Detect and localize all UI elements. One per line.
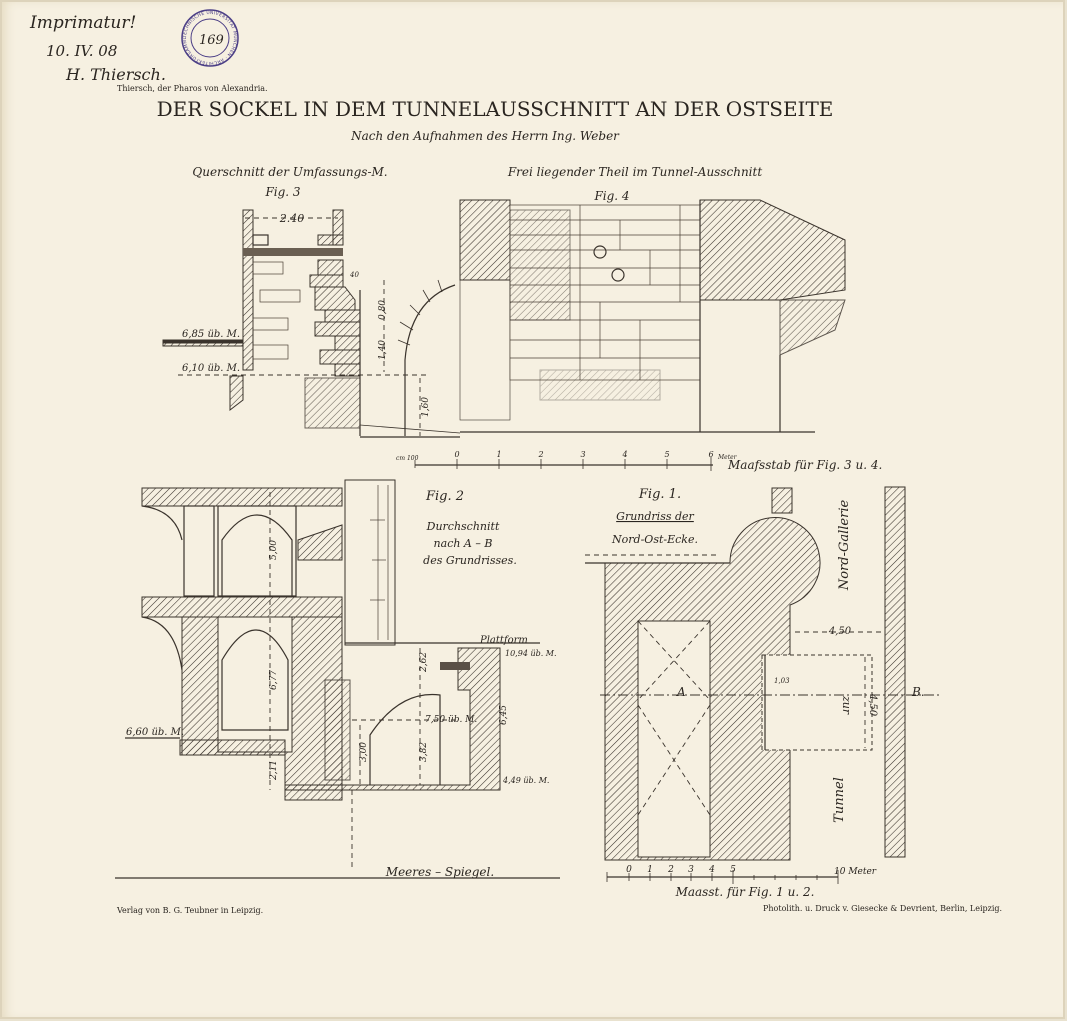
fig4-caption: Frei liegender Theil im Tunnel-Ausschnit… xyxy=(507,165,763,179)
fig2-level-750: 7,50 üb. M. xyxy=(425,715,477,725)
sheet-subtitle: Nach den Aufnahmen des Herrn Ing. Weber xyxy=(350,129,620,143)
fig2-desc-line: des Grundrisses. xyxy=(423,554,517,567)
scale34-tick-label: 1 xyxy=(496,450,501,459)
scale34-tick-label: 2 xyxy=(537,450,543,459)
sheet-title: DER SOCKEL IN DEM TUNNELAUSSCHNITT AN DE… xyxy=(157,97,834,121)
fig1-plan: Fig. 1. Grundriss der Nord-Ost-Ecke. A B… xyxy=(585,486,940,861)
scale-bar-fig3-4: cm 100 0 1 2 3 4 5 6 Meter Maafsstab für… xyxy=(396,450,882,472)
fig1-dim-103: 1,03 xyxy=(774,677,790,685)
scale12-tick-label: 0 xyxy=(626,865,632,875)
fig3-level-upper: 6,85 üb. M. xyxy=(182,329,240,340)
fig2-dim-300: 3,00 xyxy=(359,742,369,762)
fig2-dim-262: 2,62 xyxy=(419,652,429,673)
fig1-dim-450-v: 4,50 xyxy=(867,693,878,717)
fig4-label: Fig. 4 xyxy=(593,189,629,203)
scale-bar-fig1-2: 0 1 2 3 4 5 10 Meter Maasst. für Fig. 1 … xyxy=(606,865,877,899)
library-stamp: TECHNISCHE UNIVERSITÄT MÜNCHEN · ARCHITE… xyxy=(0,0,239,67)
fig1-tunnel: Tunnel xyxy=(832,777,847,823)
fig4-elevation: Frei liegender Theil im Tunnel-Ausschnit… xyxy=(459,165,846,433)
fig1-north-gallery: Nord-Gallerie xyxy=(837,500,852,592)
fig2-dim-500: 5,00 xyxy=(269,540,279,560)
scale12-tick-label: 3 xyxy=(688,865,694,875)
fig1-point-b: B. xyxy=(911,685,925,699)
fig2-dim-211: 2,11 xyxy=(269,760,279,781)
scale34-ticks: 0 1 2 3 4 5 6 xyxy=(454,450,714,471)
imprimatur-date: 10. IV. 08 xyxy=(46,42,117,60)
fig2-dim-645: 6,45 xyxy=(499,705,509,725)
fig3-caption: Querschnitt der Umfassungs-M. xyxy=(192,165,387,179)
scale12-tick-label: 2 xyxy=(667,865,674,875)
printer-credit: Photolith. u. Druck v. Giesecke & Devrie… xyxy=(763,904,1002,913)
fig2-desc-line: Durchschnitt xyxy=(426,520,500,533)
fig2-level-660: 6,60 üb. M. xyxy=(126,727,184,738)
publisher-credit: Verlag von B. G. Teubner in Leipzig. xyxy=(116,906,263,915)
scale34-tick-label: 4 xyxy=(621,450,627,459)
fig2-sea-level: Meeres – Spiegel. xyxy=(385,865,494,879)
fig3-label: Fig. 3 xyxy=(264,185,300,199)
fig3-dim-140: 1,40 xyxy=(378,340,388,360)
fig2-level-1094: 10,94 üb. M. xyxy=(505,649,557,658)
fig3-dim-160: 1,60 xyxy=(421,397,431,417)
imprimatur-text: Imprimatur! xyxy=(29,13,136,33)
fig3-cross-section: Querschnitt der Umfassungs-M. Fig. 3 2.4… xyxy=(162,165,461,438)
fig2-dim-677: 6,77 xyxy=(269,670,279,690)
fig1-label: Fig. 1. xyxy=(638,487,681,502)
fig2-section: Fig. 2 Durchschnitt nach A – B des Grund… xyxy=(115,479,560,879)
scale12-tick-label: 5 xyxy=(730,865,736,875)
scale34-label: Maafsstab für Fig. 3 u. 4. xyxy=(727,458,882,472)
fig1-desc-2: Nord-Ost-Ecke. xyxy=(611,533,698,546)
fig2-label: Fig. 2 xyxy=(425,489,464,504)
scale12-tick-label: 4 xyxy=(708,865,715,875)
fig3-dim-080: 0,80 xyxy=(378,300,388,320)
fig3-dim-40: 40 xyxy=(349,271,359,279)
fig1-point-a: A xyxy=(676,685,686,699)
fig1-zur: zur xyxy=(840,695,853,715)
fig2-platform: Plattform xyxy=(479,635,528,646)
scale34-unit-cm: cm 100 xyxy=(396,455,419,462)
fig2-desc-line: nach A – B xyxy=(434,537,493,550)
scale34-tick-label: 5 xyxy=(664,450,669,459)
source-reference: Thiersch, der Pharos von Alexandria. xyxy=(117,84,268,93)
fig3-level-lower: 6,10 üb. M. xyxy=(182,363,240,374)
fig3-width-dim: 2.40 xyxy=(279,212,305,225)
scale34-tick-label: 3 xyxy=(580,450,585,459)
scale34-unit-m: Meter xyxy=(717,454,738,461)
signature: H. Thiersch. xyxy=(65,65,166,84)
fig1-dim-450-h: 4,50 xyxy=(828,626,852,637)
scale12-end-label: 10 Meter xyxy=(834,867,877,877)
fig2-dim-382: 3,82 xyxy=(419,742,429,762)
fig1-desc-1: Grundriss der xyxy=(616,510,694,523)
scale34-tick-label: 0 xyxy=(454,450,459,459)
scale34-tick-label: 6 xyxy=(708,450,713,459)
scale12-label: Maasst. für Fig. 1 u. 2. xyxy=(675,885,815,899)
scale12-tick-label: 1 xyxy=(647,865,653,875)
stamp-number: 169 xyxy=(199,33,224,48)
fig2-level-449: 4,49 üb. M. xyxy=(502,776,549,785)
